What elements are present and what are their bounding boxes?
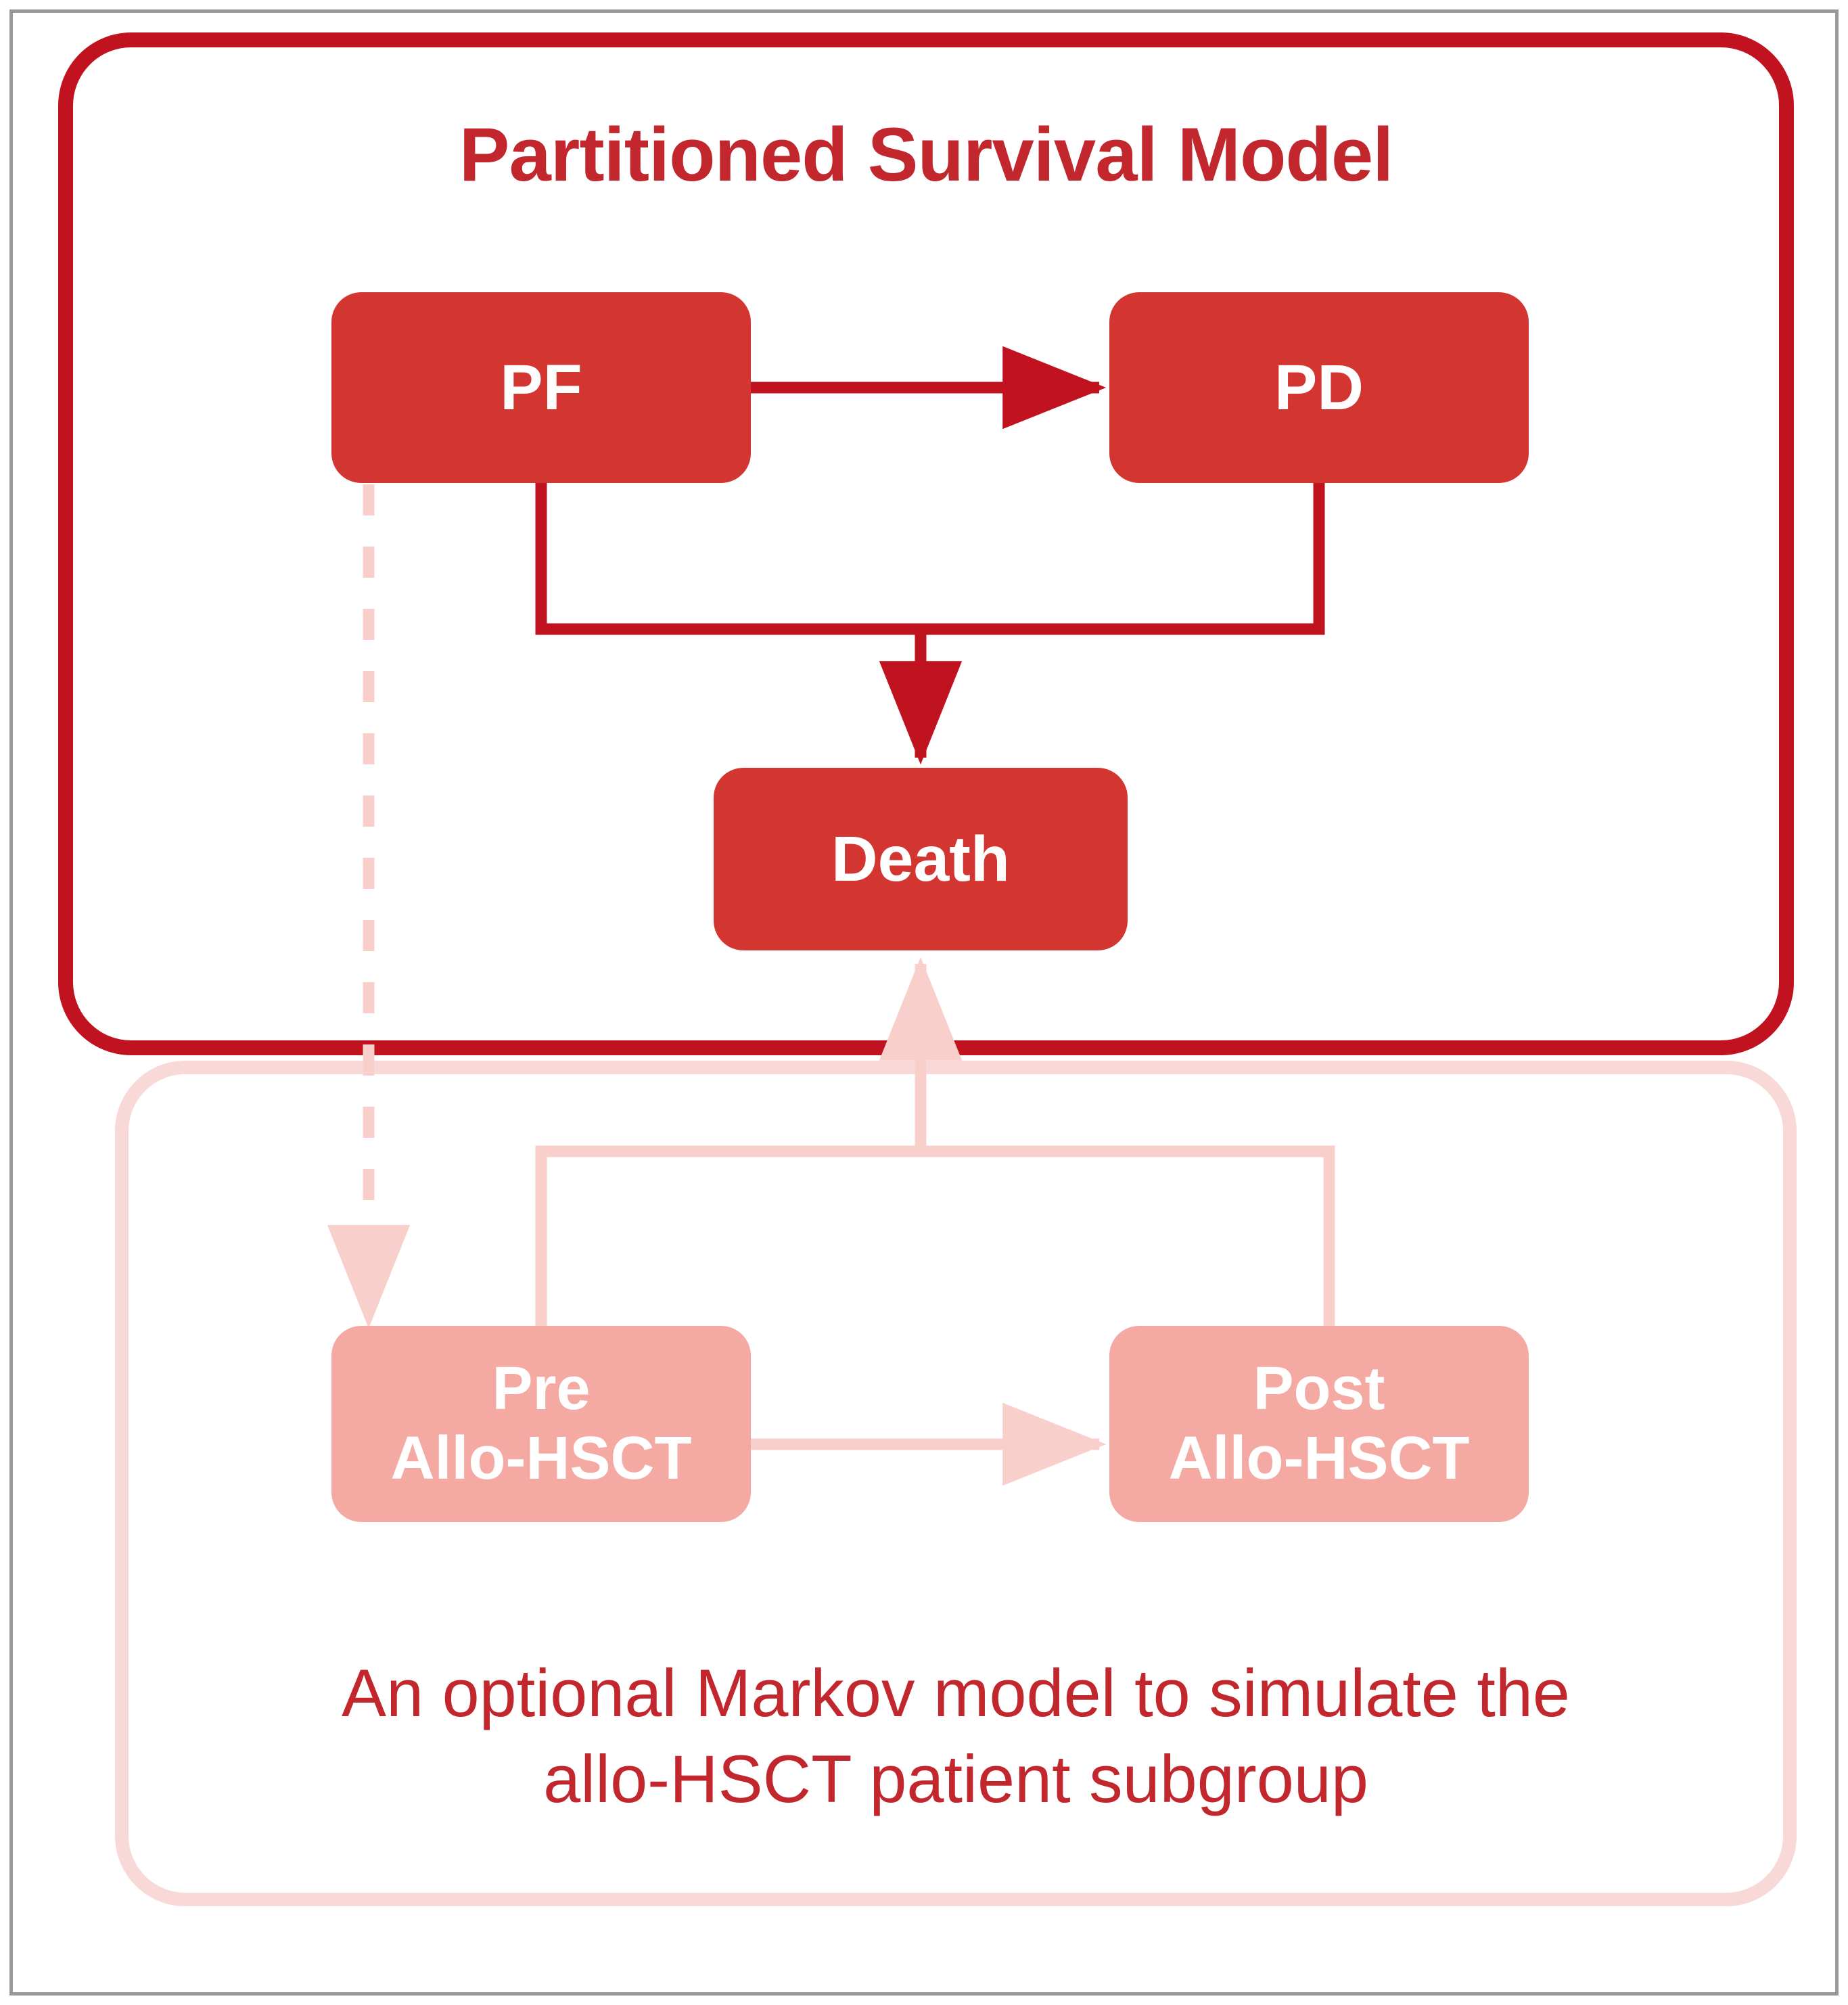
page-title: Partitioned Survival Model — [459, 112, 1394, 197]
state-label-post-line2: Allo-HSCT — [1168, 1425, 1470, 1492]
state-label-pf: PF — [500, 351, 582, 423]
markov-caption: An optional Markov model to simulate the… — [115, 1651, 1797, 1822]
state-box-post-allo-hsct[interactable]: Post Allo-HSCT — [1109, 1326, 1529, 1522]
state-label-death: Death — [831, 823, 1010, 895]
state-label-pd: PD — [1274, 351, 1364, 423]
markov-caption-line1: An optional Markov model to simulate the — [342, 1655, 1570, 1730]
markov-model-panel — [115, 1061, 1797, 1906]
state-box-pf[interactable]: PF — [331, 292, 751, 483]
state-box-death[interactable]: Death — [714, 768, 1128, 950]
state-label-pre-allo-hsct: Pre Allo-HSCT — [391, 1354, 692, 1493]
state-label-pre-line1: Pre — [492, 1355, 591, 1423]
state-label-pre-line2: Allo-HSCT — [390, 1425, 692, 1492]
partitioned-survival-model-panel — [58, 32, 1794, 1055]
state-label-post-allo-hsct: Post Allo-HSCT — [1169, 1354, 1470, 1493]
state-box-pre-allo-hsct[interactable]: Pre Allo-HSCT — [331, 1326, 751, 1522]
state-box-pd[interactable]: PD — [1109, 292, 1529, 483]
markov-caption-line2: allo-HSCT patient subgroup — [543, 1741, 1368, 1816]
state-label-post-line1: Post — [1253, 1355, 1385, 1423]
